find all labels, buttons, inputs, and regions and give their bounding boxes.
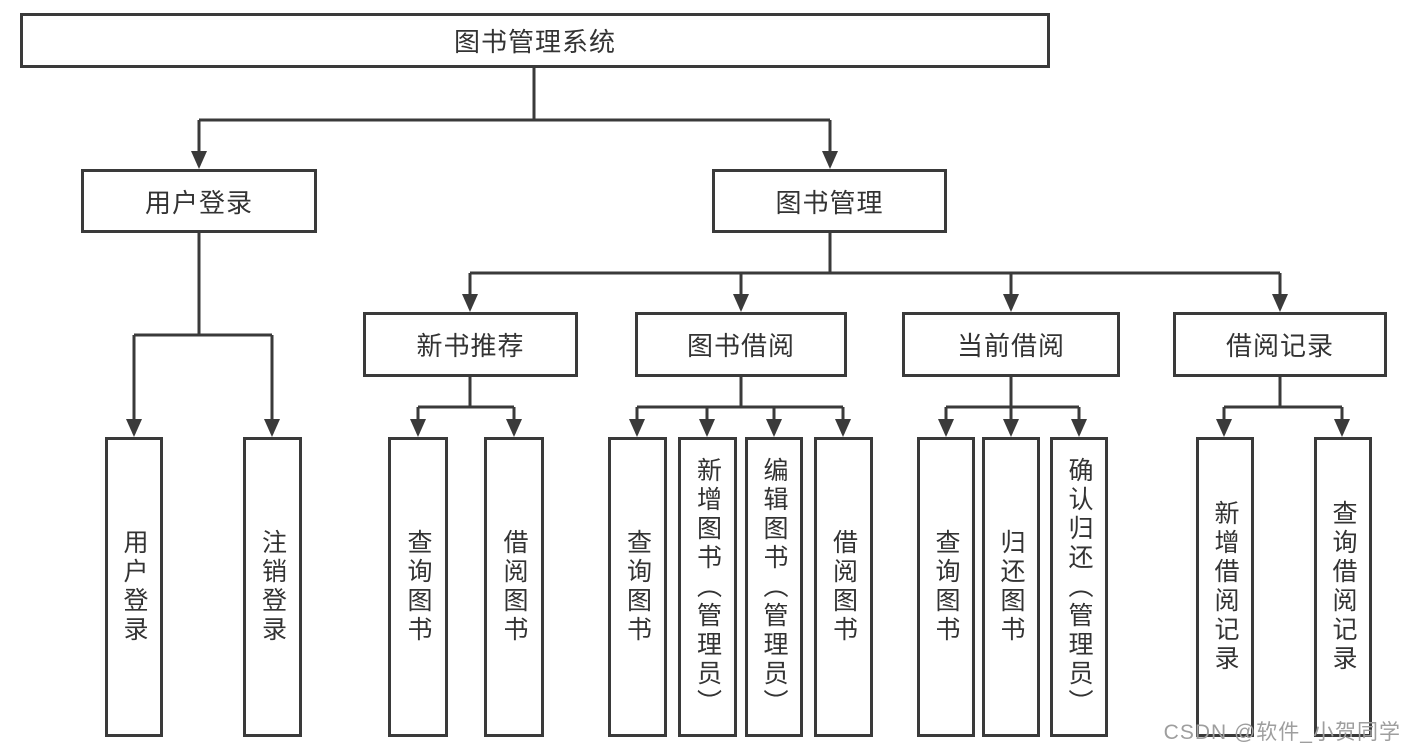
leaf-query-books-current: 查询图书 [917, 437, 975, 737]
leaf-add-borrow-record: 新增借阅记录 [1196, 437, 1254, 737]
node-user-login: 用户登录 [81, 169, 317, 233]
leaf-add-book-admin-label: 新增图书（管理员） [693, 456, 722, 718]
connector-user-login [126, 233, 280, 437]
arrowhead [1334, 419, 1350, 437]
arrowhead [835, 419, 851, 437]
node-new-book-recommend: 新书推荐 [363, 312, 578, 377]
node-book-management-label: 图书管理 [775, 187, 884, 218]
arrowhead [1071, 419, 1087, 437]
node-book-management: 图书管理 [712, 169, 947, 233]
arrowhead [1003, 294, 1019, 312]
connector-book-borrowing [629, 377, 851, 437]
arrowhead [699, 419, 715, 437]
leaf-query-books-current-label: 查询图书 [932, 529, 960, 645]
node-library-system-label: 图书管理系统 [453, 27, 616, 57]
leaf-return-book-label: 归还图书 [997, 529, 1025, 645]
leaf-edit-book-admin: 编辑图书（管理员） [745, 437, 803, 737]
node-book-borrowing: 图书借阅 [635, 312, 847, 377]
connector-new-book-recommend [410, 377, 522, 437]
node-borrowing-records-label: 借阅记录 [1225, 331, 1334, 361]
leaf-query-books-borrowing-label: 查询图书 [623, 529, 652, 645]
arrowhead [733, 294, 749, 312]
leaf-borrow-books-borrowing-label: 借阅图书 [829, 529, 858, 645]
connector-book-management [462, 233, 1288, 312]
node-borrowing-records: 借阅记录 [1173, 312, 1387, 377]
arrowhead [191, 151, 207, 169]
arrowhead [1272, 294, 1288, 312]
leaf-query-books-borrowing: 查询图书 [608, 437, 667, 737]
leaf-logout: 注销登录 [243, 437, 302, 737]
node-user-login-label: 用户登录 [144, 187, 253, 218]
leaf-confirm-return-admin-label: 确认归还（管理员） [1065, 456, 1093, 718]
leaf-edit-book-admin-label: 编辑图书（管理员） [760, 456, 788, 718]
leaf-query-borrow-record-label: 查询借阅记录 [1329, 500, 1357, 674]
arrowhead [506, 419, 522, 437]
leaf-add-book-admin: 新增图书（管理员） [678, 437, 737, 737]
leaf-confirm-return-admin: 确认归还（管理员） [1050, 437, 1108, 737]
node-library-system: 图书管理系统 [20, 13, 1050, 68]
csdn-watermark: CSDN @软件_小贺同学 [1163, 721, 1401, 744]
arrowhead [1216, 419, 1232, 437]
connector-current-borrowing [938, 377, 1087, 437]
node-book-borrowing-label: 图书借阅 [686, 331, 795, 361]
leaf-user-login: 用户登录 [105, 437, 163, 737]
leaf-return-book: 归还图书 [982, 437, 1040, 737]
node-current-borrowing-label: 当前借阅 [956, 331, 1065, 361]
arrowhead [126, 419, 142, 437]
leaf-query-books-recommend: 查询图书 [388, 437, 448, 737]
leaf-user-login-label: 用户登录 [120, 529, 148, 645]
arrowhead [766, 419, 782, 437]
arrowhead [462, 294, 478, 312]
leaf-borrow-books-recommend-label: 借阅图书 [500, 529, 528, 645]
arrowhead [1003, 419, 1019, 437]
leaf-borrow-books-borrowing: 借阅图书 [814, 437, 873, 737]
arrowhead [938, 419, 954, 437]
node-new-book-recommend-label: 新书推荐 [416, 331, 525, 361]
connector-borrowing-records [1216, 377, 1350, 437]
leaf-borrow-books-recommend: 借阅图书 [484, 437, 544, 737]
arrowhead [410, 419, 426, 437]
arrowhead [264, 419, 280, 437]
arrowhead [629, 419, 645, 437]
leaf-add-borrow-record-label: 新增借阅记录 [1211, 500, 1239, 674]
leaf-query-borrow-record: 查询借阅记录 [1314, 437, 1372, 737]
leaf-query-books-recommend-label: 查询图书 [404, 529, 432, 645]
node-current-borrowing: 当前借阅 [902, 312, 1120, 377]
leaf-logout-label: 注销登录 [258, 529, 287, 645]
connector-root [191, 68, 838, 169]
arrowhead [822, 151, 838, 169]
